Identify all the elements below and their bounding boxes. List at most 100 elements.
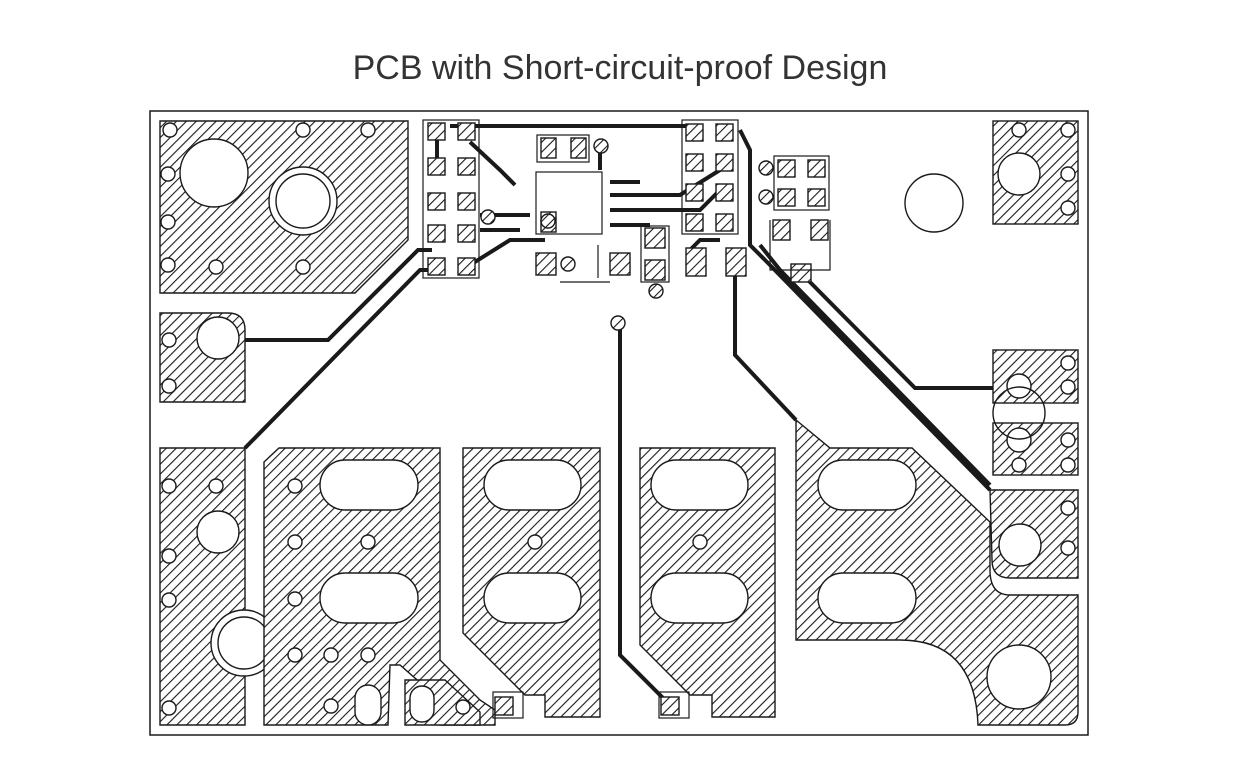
hole	[196, 316, 240, 360]
hole	[1011, 457, 1027, 473]
hole	[1060, 432, 1076, 448]
smd-pad	[807, 188, 826, 207]
via	[540, 213, 556, 229]
slot-hole	[817, 459, 917, 511]
hole	[179, 138, 249, 208]
hole	[323, 698, 339, 714]
trace	[610, 188, 722, 212]
component-outline	[422, 119, 480, 279]
via	[648, 283, 664, 299]
trace	[610, 168, 722, 197]
smd-pad	[457, 257, 476, 276]
hole	[986, 644, 1052, 710]
slot-hole	[650, 459, 749, 511]
hole	[161, 378, 177, 394]
component-outline	[769, 220, 831, 271]
smd-pads	[422, 119, 831, 719]
trace	[468, 140, 517, 187]
slot-hole	[319, 459, 419, 511]
slot-hole	[483, 572, 582, 624]
slot-hole	[319, 572, 419, 624]
trace	[733, 262, 798, 422]
component-outline	[658, 691, 690, 719]
hole	[161, 332, 177, 348]
slot-hole	[354, 684, 382, 726]
via	[560, 256, 576, 272]
hole	[161, 592, 177, 608]
smd-pad	[644, 227, 666, 249]
trace	[245, 248, 432, 342]
trace	[468, 238, 545, 267]
slot-hole	[817, 572, 917, 624]
trace	[618, 322, 672, 707]
trace	[688, 238, 720, 252]
smd-pad	[685, 123, 704, 142]
trace	[738, 129, 992, 492]
hole	[1060, 355, 1076, 371]
hole	[287, 591, 303, 607]
slot-hole	[409, 685, 435, 723]
smd-pad	[644, 259, 666, 281]
hole	[1060, 540, 1076, 556]
smd-pad	[535, 252, 557, 276]
hole	[160, 214, 176, 230]
hole	[287, 647, 303, 663]
hole	[998, 523, 1042, 567]
via	[758, 160, 774, 176]
smd-pad	[427, 257, 446, 276]
smd-pad	[685, 183, 704, 202]
component-outline	[492, 691, 524, 719]
hole	[455, 699, 471, 715]
smd-pad	[570, 137, 587, 159]
via	[610, 315, 626, 331]
component-outline	[681, 119, 739, 235]
hole	[208, 478, 224, 494]
hole	[295, 122, 311, 138]
smd-pad	[540, 137, 557, 159]
slot-hole	[650, 572, 749, 624]
hole	[1060, 122, 1076, 138]
trace	[798, 270, 993, 390]
mounting-hole-top	[904, 173, 964, 233]
hole	[1060, 166, 1076, 182]
hole	[1060, 457, 1076, 473]
hole	[161, 478, 177, 494]
smd-pad	[777, 159, 796, 178]
hole	[275, 173, 331, 229]
smd-pad	[807, 159, 826, 178]
hole	[323, 647, 339, 663]
hole	[360, 647, 376, 663]
smd-pad	[715, 213, 734, 232]
outline-circle	[992, 386, 1046, 440]
component-outline	[536, 134, 590, 163]
smd-pad	[609, 252, 631, 276]
hole	[360, 534, 376, 550]
hole	[527, 534, 543, 550]
mounting-holes-top-left	[160, 122, 376, 275]
smd-pad	[685, 247, 707, 277]
component-outline	[640, 225, 670, 283]
via	[480, 209, 496, 225]
hole	[1006, 427, 1032, 453]
slot-hole	[483, 459, 582, 511]
hole	[160, 257, 176, 273]
hole	[1011, 122, 1027, 138]
smd-pad	[457, 157, 476, 176]
smd-pad	[685, 213, 704, 232]
hole	[360, 122, 376, 138]
smd-pad	[457, 122, 476, 141]
smd-pad	[427, 157, 446, 176]
smd-pad	[457, 192, 476, 211]
hole	[287, 534, 303, 550]
hole	[1060, 200, 1076, 216]
trace	[243, 268, 430, 450]
smd-pad	[494, 696, 514, 716]
copper-area-right-lower	[992, 422, 1079, 476]
hole	[160, 166, 176, 182]
smd-pad	[715, 153, 734, 172]
hole	[1060, 500, 1076, 516]
hole	[692, 534, 708, 550]
page-title: PCB with Short-circuit-proof Design	[352, 49, 888, 87]
hole	[1006, 373, 1032, 399]
